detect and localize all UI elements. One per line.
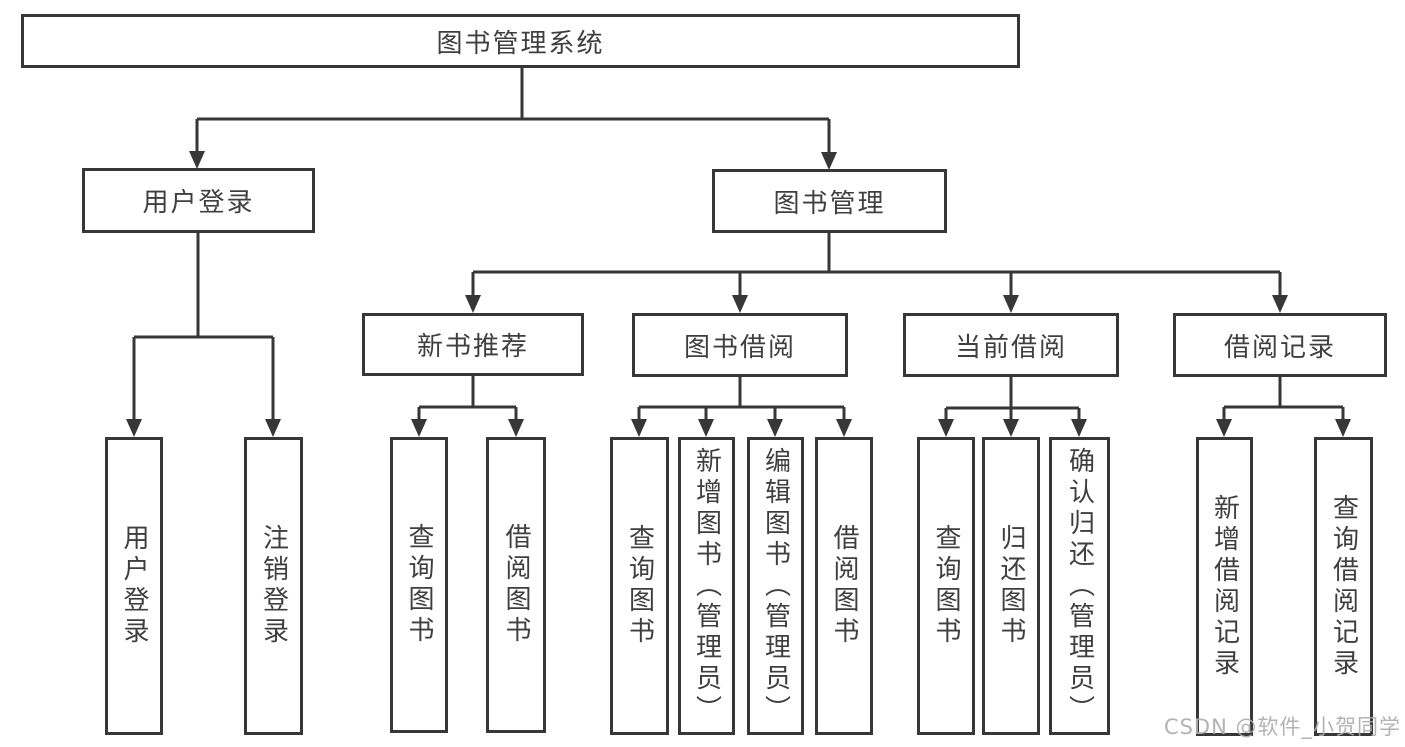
- connector-paths: [132, 68, 1345, 421]
- leaf-add-record-label: 新增借阅记录: [1209, 493, 1240, 680]
- node-root: 图书管理系统: [21, 14, 1020, 68]
- leaf-borrow-books-1: 借阅图书: [486, 437, 546, 733]
- leaf-query-record: 查询借阅记录: [1314, 437, 1373, 736]
- node-book-mgmt-label: 图书管理: [773, 188, 886, 219]
- node-new-book-rec: 新书推荐: [362, 313, 584, 376]
- leaf-query-books-2-label: 查询图书: [624, 524, 655, 648]
- leaf-logout-label: 注销登录: [258, 524, 289, 648]
- leaf-edit-book-label: 编辑图书（管理员）: [760, 446, 791, 726]
- leaf-confirm-return-label: 确认归还（管理员）: [1064, 446, 1095, 726]
- leaf-return-book: 归还图书: [982, 437, 1040, 735]
- node-user-login: 用户登录: [82, 168, 315, 233]
- leaf-return-book-label: 归还图书: [996, 524, 1026, 648]
- node-borrow-records: 借阅记录: [1173, 313, 1387, 377]
- leaf-edit-book: 编辑图书（管理员）: [747, 437, 804, 735]
- leaf-add-record: 新增借阅记录: [1196, 437, 1253, 736]
- leaf-query-books-3-label: 查询图书: [931, 524, 961, 648]
- leaf-query-record-label: 查询借阅记录: [1328, 493, 1359, 680]
- leaf-add-book-label: 新增图书（管理员）: [691, 446, 722, 726]
- leaf-query-books-1-label: 查询图书: [404, 523, 434, 647]
- leaf-user-login-label: 用户登录: [119, 524, 149, 648]
- arrowheads: [126, 151, 1351, 437]
- leaf-borrow-books-1-label: 借阅图书: [501, 523, 531, 647]
- leaf-user-login: 用户登录: [105, 437, 163, 735]
- node-new-book-rec-label: 新书推荐: [416, 332, 529, 362]
- leaf-confirm-return: 确认归还（管理员）: [1049, 437, 1110, 735]
- node-book-borrow: 图书借阅: [632, 313, 848, 377]
- leaf-borrow-books-2: 借阅图书: [815, 437, 873, 735]
- leaf-logout: 注销登录: [244, 437, 303, 735]
- node-book-mgmt: 图书管理: [712, 169, 947, 233]
- node-borrow-records-label: 借阅记录: [1223, 332, 1336, 363]
- leaf-query-books-2: 查询图书: [610, 437, 669, 735]
- csdn-watermark: CSDN @软件_小贺同学: [1163, 715, 1401, 739]
- node-user-login-label: 用户登录: [142, 188, 255, 218]
- node-root-label: 图书管理系统: [436, 28, 605, 59]
- leaf-add-book: 新增图书（管理员）: [678, 437, 735, 735]
- node-current-borrow-label: 当前借阅: [954, 332, 1067, 363]
- leaf-borrow-books-2-label: 借阅图书: [829, 524, 859, 648]
- leaf-query-books-1: 查询图书: [390, 437, 448, 733]
- node-current-borrow: 当前借阅: [903, 313, 1119, 377]
- node-book-borrow-label: 图书借阅: [683, 332, 796, 363]
- leaf-query-books-3: 查询图书: [917, 437, 975, 735]
